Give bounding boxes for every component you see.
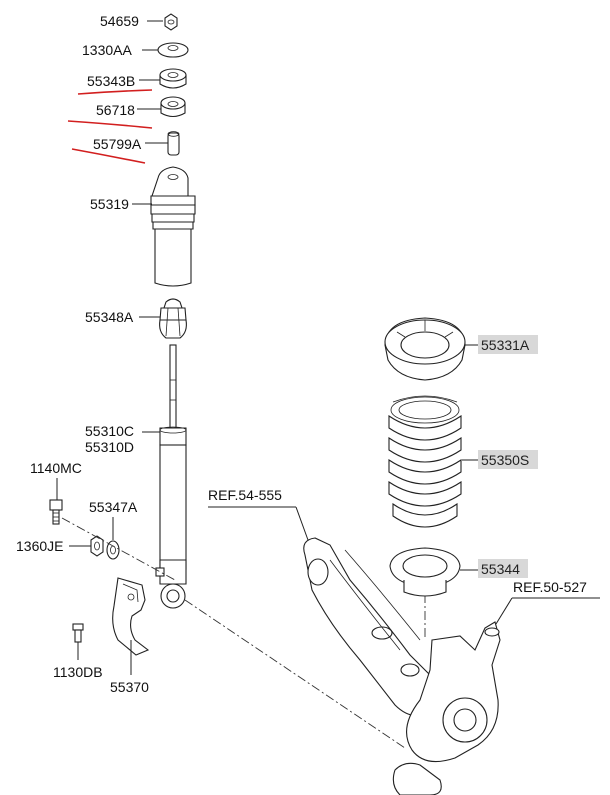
label-55310D: 55310D [85, 439, 134, 455]
label-1330AA: 1330AA [82, 42, 132, 58]
knuckle-ref-50-527[interactable] [392, 621, 501, 795]
highlight-55331A [478, 335, 538, 354]
washer-1330AA[interactable] [157, 42, 189, 58]
label-55348A: 55348A [85, 309, 134, 325]
nut-1360JE[interactable] [90, 535, 104, 557]
label-55344: 55344 [481, 561, 520, 577]
label-55343B: 55343B [87, 73, 135, 89]
red-underline-55799A [71, 148, 146, 164]
screw-1130DB[interactable] [72, 623, 84, 643]
label-ref-54-555: REF.54-555 [208, 487, 282, 503]
highlight-55350S [478, 450, 538, 469]
bushing-56718[interactable] [160, 96, 186, 118]
label-ref-50-527: REF.50-527 [513, 579, 587, 595]
bump-stop-55348A[interactable] [159, 298, 187, 339]
label-55331A: 55331A [481, 337, 530, 353]
sleeve-55799A[interactable] [167, 131, 180, 156]
label-54659: 54659 [100, 13, 139, 29]
label-1130DB: 1130DB [53, 664, 103, 680]
spring-pad-55344[interactable] [389, 547, 461, 597]
bracket-55370[interactable] [112, 577, 150, 656]
label-56718: 56718 [96, 102, 135, 118]
label-55319: 55319 [90, 196, 129, 212]
red-underline-56718 [67, 120, 153, 129]
bolt-1140MC[interactable] [49, 499, 63, 525]
shock-absorber-55310C[interactable] [155, 344, 187, 609]
centerline-shock [184, 599, 406, 749]
dust-boot-55319[interactable] [150, 166, 196, 287]
label-55350S: 55350S [481, 452, 529, 468]
red-underline-55343B [77, 89, 153, 95]
label-1140MC: 1140MC [30, 460, 82, 476]
nut-54659[interactable] [164, 13, 178, 31]
label-55370: 55370 [110, 679, 149, 695]
label-55310C: 55310C [85, 423, 134, 439]
bushing-55343B[interactable] [159, 68, 187, 89]
centerline-bolt [61, 517, 176, 581]
coil-spring-55350S[interactable] [388, 395, 462, 528]
label-55347A: 55347A [89, 499, 138, 515]
highlight-55344 [478, 559, 528, 578]
lower-arm-ref-54-555[interactable] [303, 537, 439, 717]
label-1360JE: 1360JE [16, 538, 63, 554]
spring-pad-55331A[interactable] [384, 317, 466, 381]
label-55799A: 55799A [93, 136, 142, 152]
